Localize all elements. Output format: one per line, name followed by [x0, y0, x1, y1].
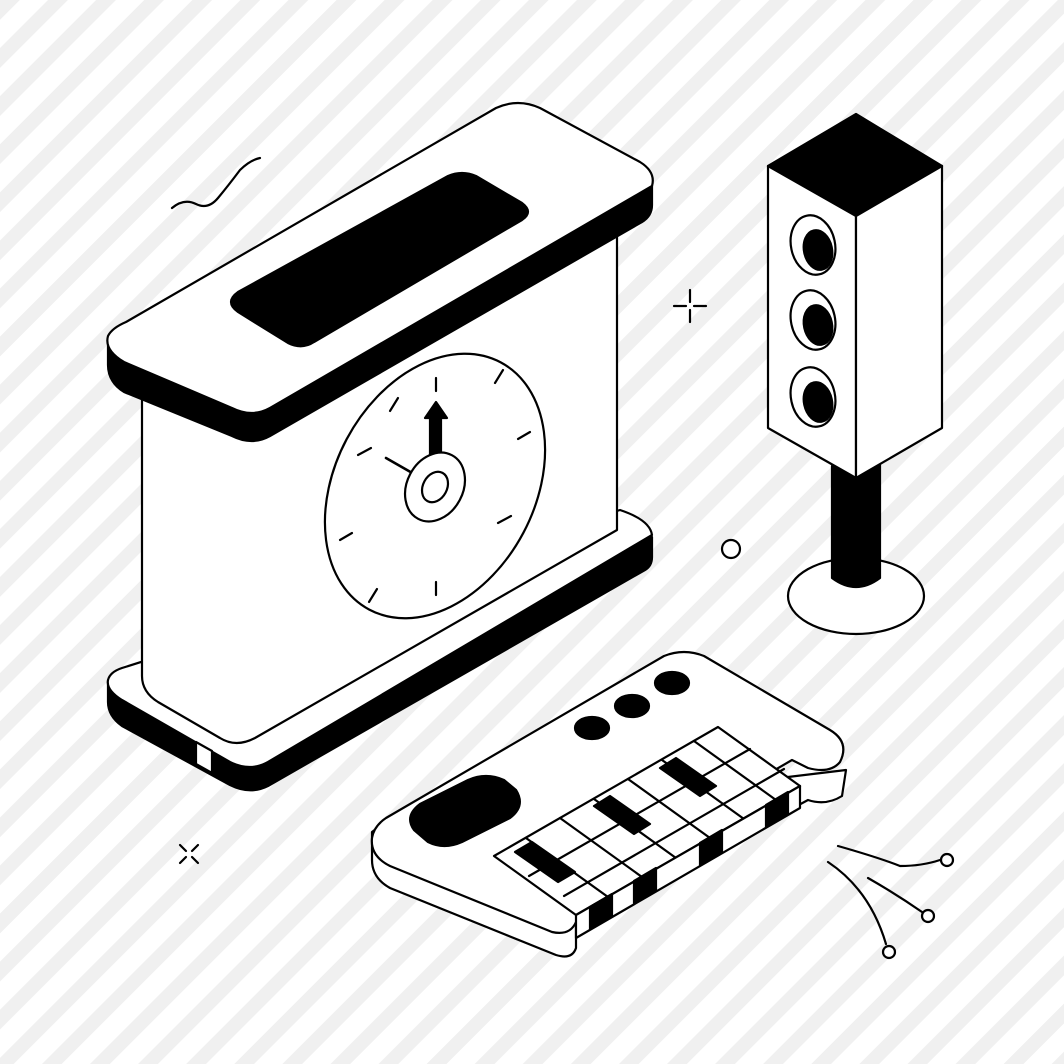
circle-icon [720, 538, 742, 560]
cross-icon [178, 843, 200, 865]
squiggle-icon [170, 156, 262, 210]
speaker-pole [830, 454, 882, 589]
speaker-on-stand [766, 112, 944, 636]
synth-keys [492, 725, 802, 940]
keyboard-synthesizer [370, 650, 848, 958]
mantel-clock [106, 101, 654, 792]
clock-tick-marks [338, 368, 532, 604]
speaker-box [766, 112, 944, 480]
synth-display [409, 774, 521, 848]
synth-buttons [573, 670, 691, 741]
clock-top [106, 101, 654, 443]
synth-black-keys [513, 756, 718, 884]
sparkle-icon [672, 288, 708, 324]
sound-lines-icon [826, 844, 955, 960]
clock-face [323, 352, 547, 620]
speaker-cones [789, 214, 837, 428]
